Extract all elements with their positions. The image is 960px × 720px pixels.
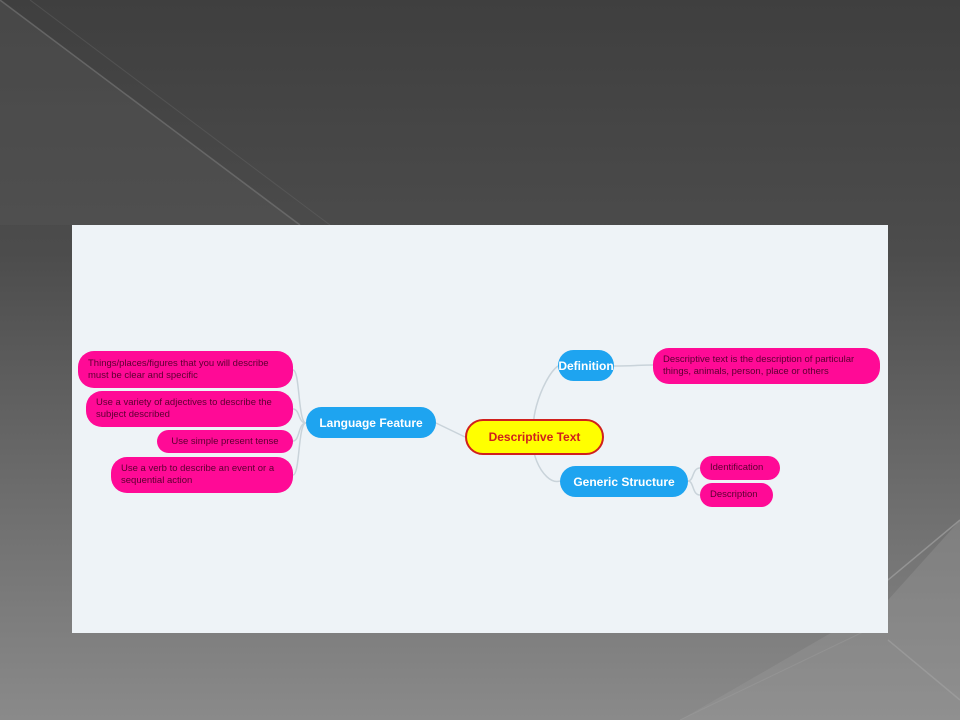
branch-language-feature-label: Language Feature — [319, 415, 423, 430]
central-node-label: Descriptive Text — [488, 430, 581, 444]
connector-generic-description — [687, 480, 701, 496]
mindmap-canvas: Descriptive Text Definition Descriptive … — [72, 225, 888, 633]
leaf-identification-label: Identification — [710, 462, 764, 473]
leaf-language-feature-2[interactable]: Use a variety of adjectives to describe … — [86, 391, 293, 427]
leaf-language-feature-4-label: Use a verb to describe an event or a seq… — [121, 463, 275, 486]
branch-language-feature[interactable]: Language Feature — [306, 407, 436, 438]
central-node[interactable]: Descriptive Text — [465, 419, 604, 455]
leaf-description-label: Description — [710, 489, 758, 500]
connector-lf-leaf-1 — [292, 369, 307, 424]
leaf-language-feature-1-label: Things/places/figures that you will desc… — [88, 357, 269, 381]
branch-definition-label: Definition — [558, 358, 614, 373]
connector-definition-leaf — [612, 364, 654, 367]
connector-generic-identification — [687, 467, 701, 482]
connector-lf-leaf-4 — [292, 422, 307, 476]
leaf-definition-text-label: Descriptive text is the description of p… — [663, 354, 855, 377]
leaf-language-feature-1[interactable]: Things/places/figures that you will desc… — [78, 351, 293, 388]
mindmap-connectors — [292, 364, 701, 496]
leaf-identification[interactable]: Identification — [700, 456, 780, 480]
branch-definition[interactable]: Definition — [558, 350, 614, 381]
leaf-language-feature-3[interactable]: Use simple present tense — [157, 430, 293, 453]
leaf-language-feature-3-label: Use simple present tense — [171, 435, 279, 447]
branch-generic-structure[interactable]: Generic Structure — [560, 466, 688, 497]
leaf-description[interactable]: Description — [700, 483, 773, 507]
leaf-language-feature-2-label: Use a variety of adjectives to describe … — [96, 397, 272, 420]
leaf-definition-text[interactable]: Descriptive text is the description of p… — [653, 348, 880, 384]
connector-central-language-feature — [435, 422, 466, 438]
leaf-language-feature-4[interactable]: Use a verb to describe an event or a seq… — [111, 457, 293, 493]
branch-generic-structure-label: Generic Structure — [573, 474, 675, 489]
